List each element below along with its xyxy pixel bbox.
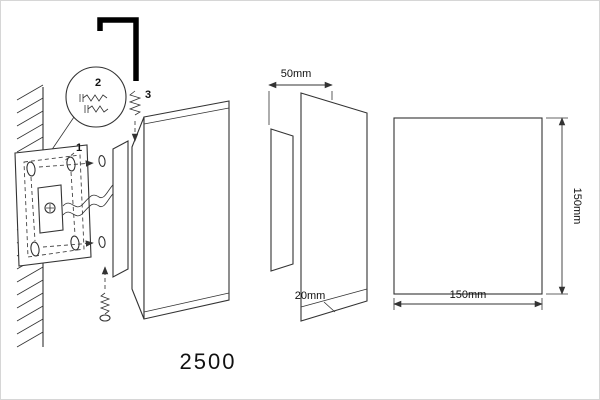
fixture-front-view [393,117,543,295]
fixture-exploded-side [112,100,230,320]
screw-spring [128,90,142,116]
detail-magnifier: 2 [65,66,127,128]
dim-depth-50mm: 50mm [268,68,333,125]
front-view-square [393,117,543,295]
screw-3-group: 3 [128,89,151,142]
side-view-back-plate [270,128,294,272]
bottom-screw-group [99,266,111,322]
callout-2: 2 [95,77,101,89]
callout-1-group: 1 [62,142,82,163]
mounting-plate [14,144,92,267]
screw-detail-icons [79,94,109,113]
screw-head [99,314,111,322]
hex-key-icon [97,17,139,81]
side-view-panel [300,92,368,322]
callout-3: 3 [145,89,151,101]
plate-screw-holes [26,156,80,257]
model-number: 2500 [180,349,237,374]
dimension-depth-label: 50mm [281,68,312,80]
assembly-arrows [38,154,106,249]
wire-leads [62,182,116,217]
loose-screw-bottom [98,235,106,249]
dimension-height-label: 150mm [571,188,583,225]
fixture-front-panel [143,100,230,320]
fixture-back-plate [112,140,129,278]
dimension-edge-label: 20mm [295,290,326,302]
loose-screw-top [98,154,106,168]
dimension-width-label: 150mm [450,289,487,301]
callout-1: 1 [76,142,82,154]
screw-thread [99,292,111,315]
magnifier-leader-line [50,116,75,152]
dim-edge-20mm: 20mm [295,290,336,313]
dim-width-150mm: 150mm [393,289,543,310]
fixture-side-view [270,92,368,322]
fixture-side-face [131,116,145,320]
dim-height-150mm: 150mm [546,117,583,295]
